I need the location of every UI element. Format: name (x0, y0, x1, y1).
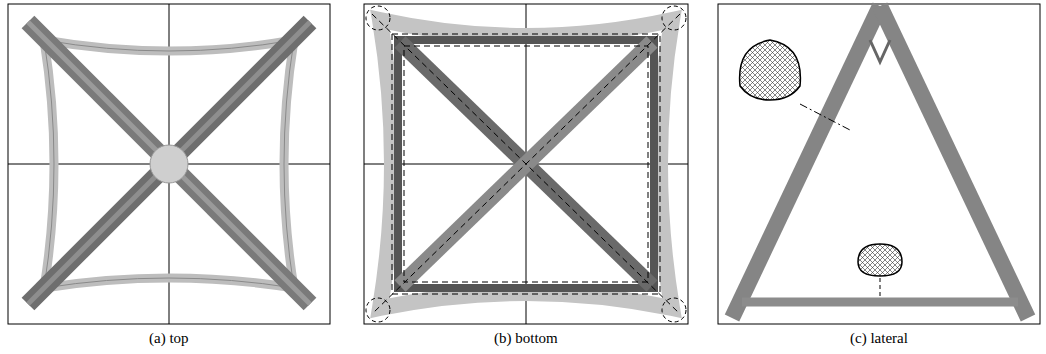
panel-caption: (b) bottom (494, 330, 558, 347)
top-view (8, 4, 330, 324)
lateral-view (718, 4, 1040, 324)
bottom-view (364, 4, 688, 324)
panel-caption: (c) lateral (850, 330, 908, 347)
panel-caption: (a) top (149, 330, 189, 347)
